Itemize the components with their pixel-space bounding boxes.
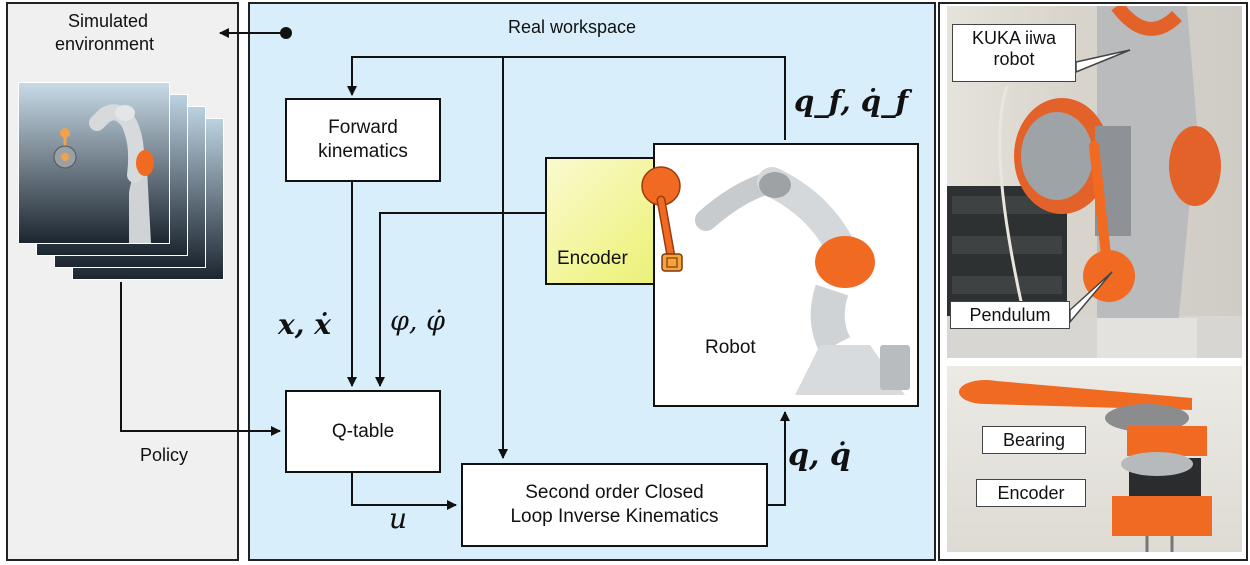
policy-label: Policy: [140, 445, 189, 465]
signal-u: u: [389, 502, 408, 535]
sim-frame-front: [18, 82, 170, 244]
signal-phi-phidot: φ, φ̇: [390, 306, 445, 337]
encoder-block-label: Encoder: [557, 248, 628, 269]
q-table-block: Q-table: [285, 390, 441, 473]
sim-title-line1: Simulated: [68, 11, 149, 31]
sim-title-line2: environment: [55, 34, 155, 54]
kuka-pendulum-illustration: [947, 6, 1242, 358]
callout-pendulum: Pendulum: [950, 301, 1070, 329]
callout-bearing: Bearing: [982, 426, 1086, 454]
robot-block-label: Robot: [705, 337, 756, 358]
clik-line2: Loop Inverse Kinematics: [510, 506, 719, 527]
callout-encoder: Encoder: [976, 479, 1086, 507]
forward-kinematics-block: Forward kinematics: [285, 98, 441, 182]
signal-x-xdot: x, ẋ: [278, 308, 331, 341]
real-workspace-title: Real workspace: [508, 17, 637, 37]
signal-q-qdot: q, q̇: [788, 438, 851, 473]
simulation-frames-stack: [18, 82, 228, 282]
forward-kinematics-line1: Forward: [328, 117, 398, 138]
callout-kuka-iiwa-text: KUKA iiwa robot: [971, 28, 1057, 69]
kuka-pendulum-photo: [947, 6, 1242, 358]
encoder-bearing-illustration: [959, 380, 1212, 552]
callout-bearing-text: Bearing: [1002, 430, 1066, 450]
clik-block: Second order Closed Loop Inverse Kinemat…: [461, 463, 768, 547]
callout-encoder-text: Encoder: [997, 483, 1065, 503]
junction-dot: [280, 27, 292, 39]
q-table-label: Q-table: [331, 420, 395, 442]
callout-kuka-iiwa: KUKA iiwa robot: [952, 24, 1076, 82]
forward-kinematics-line2: kinematics: [318, 141, 408, 162]
clik-line1: Second order Closed: [525, 482, 704, 503]
signal-qf-qfdot: q_f, q̇_f: [794, 84, 909, 118]
callout-pendulum-text: Pendulum: [969, 305, 1051, 325]
sim-robot-illustration: [53, 104, 154, 243]
encoder-bearing-photo: [947, 366, 1242, 552]
